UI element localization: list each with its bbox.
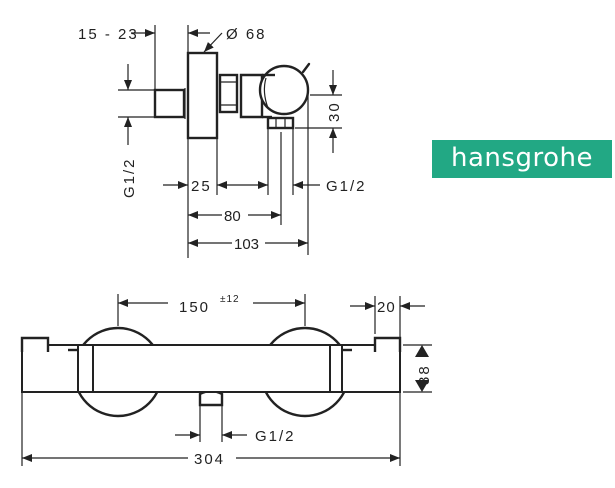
lever xyxy=(301,62,311,74)
end-cap-right xyxy=(373,336,402,352)
dim-25: 25 xyxy=(191,178,212,195)
union-nut xyxy=(218,73,239,114)
end-cap-left xyxy=(20,336,50,352)
dim-centers: 150 xyxy=(179,299,210,316)
wall-rosette xyxy=(186,51,219,140)
dim-height-38: 38 xyxy=(416,364,433,385)
hansgrohe-logo: hansgrohe xyxy=(432,140,612,178)
outlet-nut xyxy=(266,116,295,130)
wall-connector xyxy=(153,88,186,119)
dim-end-cap: 20 xyxy=(377,299,396,316)
handle-knob xyxy=(258,64,310,116)
outlet xyxy=(198,389,224,407)
dim-103: 103 xyxy=(234,236,259,253)
dim-wall-offset: 15 - 23 xyxy=(78,26,139,43)
dim-diameter: Ø 68 xyxy=(226,26,267,43)
valve-body xyxy=(239,73,264,119)
dim-outlet-right: G1/2 xyxy=(326,178,367,195)
dim-inlet-left: G1/2 xyxy=(121,157,138,198)
dim-height-30: 30 xyxy=(326,101,343,122)
dim-overall-length: 304 xyxy=(194,451,225,468)
side-view: 15 - 23 Ø 68 G1/2 30 25 G1/2 80 103 xyxy=(78,25,367,258)
dim-outlet: G1/2 xyxy=(255,428,296,445)
dim-centers-tolerance: ±12 xyxy=(220,294,240,305)
front-view: 150 ±12 20 38 G1/2 304 xyxy=(20,294,433,468)
dim-80: 80 xyxy=(224,208,241,225)
